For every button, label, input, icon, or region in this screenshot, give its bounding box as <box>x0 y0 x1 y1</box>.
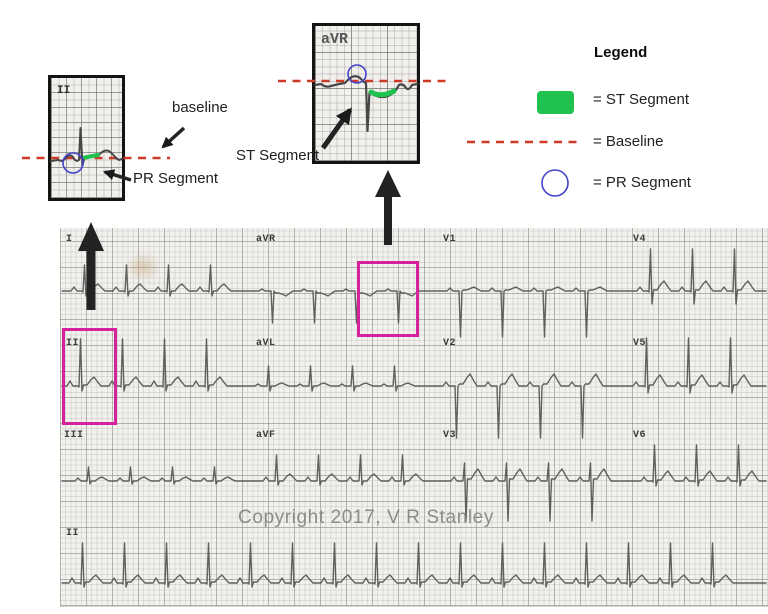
st-segment-swatch-icon <box>537 91 574 114</box>
baseline-arrow-icon <box>161 126 186 149</box>
lead-label-I: I <box>66 234 73 245</box>
lead-label-aVF: aVF <box>256 430 276 441</box>
baseline-annotation-label: baseline <box>172 99 228 116</box>
inset-lead2-label: II <box>57 85 71 97</box>
lead-label-V3: V3 <box>443 430 457 441</box>
legend-item-pr-segment: = PR Segment <box>593 174 691 191</box>
lead-label-V4: V4 <box>633 234 647 245</box>
legend-title: Legend <box>594 44 648 61</box>
lead-label-aVR: aVR <box>256 234 276 245</box>
highlight-box-avr <box>357 261 419 337</box>
inset-avr-label: aVR <box>321 31 349 48</box>
pr-segment-annotation-label: PR Segment <box>133 170 219 187</box>
lead-label-V6: V6 <box>633 430 647 441</box>
legend-pr-circle-sample <box>541 169 569 197</box>
legend-item-st-segment: = ST Segment <box>593 91 690 108</box>
lead-label-aVL: aVL <box>256 338 276 349</box>
lead-label-V2: V2 <box>443 338 457 349</box>
lead-label-II: II <box>66 338 80 349</box>
paper-smudge <box>125 252 161 282</box>
lead-label-II-rhythm: II <box>66 528 80 539</box>
st-segment-annotation-label: ST Segment <box>236 147 320 164</box>
lead-label-III: III <box>64 430 84 441</box>
lead-label-V1: V1 <box>443 234 457 245</box>
lead-label-V5: V5 <box>633 338 647 349</box>
legend-item-baseline: = Baseline <box>593 133 664 150</box>
copyright-watermark: Copyright 2017, V R Stanley <box>238 507 494 528</box>
